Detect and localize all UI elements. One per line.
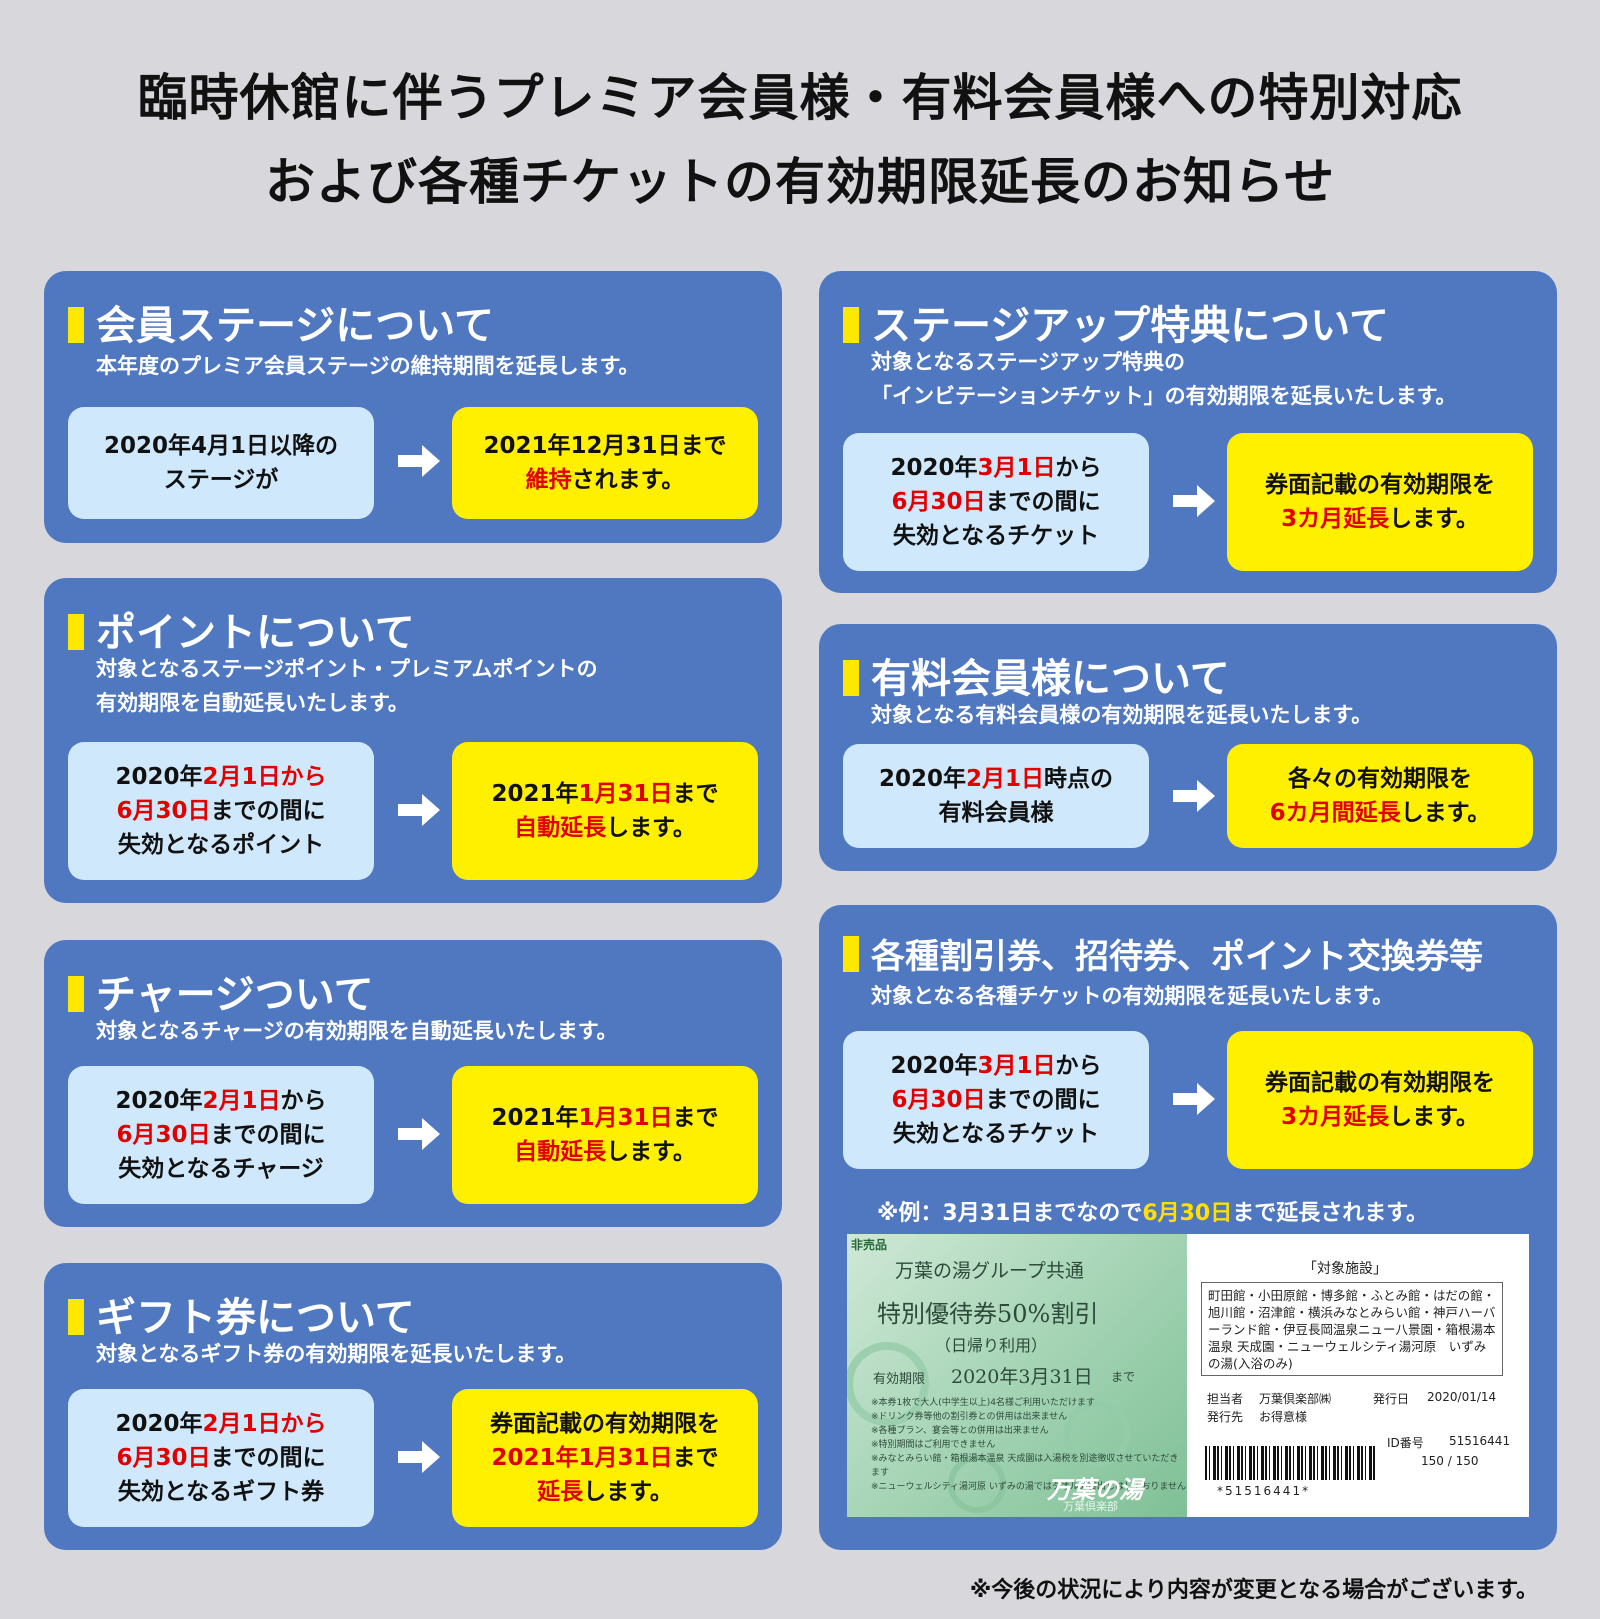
sample-ticket-image: 非売品 万葉の湯グループ共通 特別優待券50%割引 （日帰り利用） 有効期限 2… <box>847 1234 1529 1517</box>
heading-marker <box>68 976 84 1012</box>
panel-heading: ポイントについて <box>68 600 415 658</box>
panel-heading: ギフト券について <box>68 1285 415 1343</box>
panel-charge: チャージついて 対象となるチャージの有効期限を自動延長いたします。 2020年2… <box>44 940 782 1227</box>
panel-heading: 有料会員様について <box>843 646 1230 704</box>
expiry-label: 有効期限 <box>873 1372 926 1387</box>
panel-paid-members: 有料会員様について 対象となる有料会員様の有効期限を延長いたします。 2020年… <box>819 624 1557 871</box>
heading-marker <box>843 936 859 972</box>
result-box: 2021年1月31日まで自動延長します。 <box>452 1066 758 1204</box>
panel-description: 対象となるステージアップ特典の「インビテーションチケット」の有効期限を延長いたし… <box>871 350 1457 408</box>
ticket-group: 万葉の湯グループ共通 <box>895 1260 1084 1282</box>
page-title: 臨時休館に伴うプレミア会員様・有料会員様への特別対応 <box>137 69 1463 127</box>
id-label: ID番号 <box>1387 1436 1424 1450</box>
condition-box: 2020年2月1日時点の有料会員様 <box>843 744 1149 848</box>
panel-heading: チャージついて <box>68 962 374 1020</box>
heading-marker <box>843 660 859 696</box>
panel-description: 対象となるステージポイント・プレミアムポイントの有効期限を自動延長いたします。 <box>96 657 598 715</box>
heading-marker <box>68 307 84 343</box>
tanto-label: 担当者 <box>1207 1392 1244 1406</box>
ticket-right-half: 「対象施設」 町田館・小田原館・博多館・ふとみ館・はだの館・旭川館・沼津館・横浜… <box>1187 1234 1529 1517</box>
dest-label: 発行先 <box>1207 1410 1244 1424</box>
ticket-count: 150 / 150 <box>1421 1454 1479 1468</box>
right-arrow-icon <box>398 1441 440 1473</box>
panel-stage-up: ステージアップ特典について 対象となるステージアップ特典の「インビテーションチケ… <box>819 271 1557 593</box>
panel-description: 対象となるギフト券の有効期限を延長いたします。 <box>96 1342 577 1366</box>
right-arrow-icon <box>398 445 440 477</box>
panel-heading: 会員ステージについて <box>68 293 494 351</box>
issue-value: 2020/01/14 <box>1427 1390 1497 1404</box>
ticket-rules: ※本券1枚で大人(中学生以上)4名様ご利用いただけます ※ドリンク券等他の割引券… <box>871 1398 1187 1492</box>
ticket-sub: （日帰り利用） <box>935 1336 1048 1355</box>
footer-note: ※今後の状況により内容が変更となる場合がございます。 <box>969 1578 1538 1603</box>
heading-marker <box>843 307 859 343</box>
right-arrow-icon <box>1173 485 1215 517</box>
nonsale-label: 非売品 <box>851 1238 888 1252</box>
panel-gift: ギフト券について 対象となるギフト券の有効期限を延長いたします。 2020年2月… <box>44 1263 782 1550</box>
ticket-name: 特別優待券50%割引 <box>877 1300 1099 1328</box>
result-box: 2021年12月31日まで維持されます。 <box>452 407 758 519</box>
panel-description: 対象となるチャージの有効期限を自動延長いたします。 <box>96 1019 618 1043</box>
example-note: ※例：3月31日までなので6月30日まで延長されます。 <box>877 1201 1429 1226</box>
dest-value: お得意様 <box>1259 1410 1308 1424</box>
heading-marker <box>68 1299 84 1335</box>
wave-pattern-icon <box>847 1342 1130 1513</box>
expiry-date: 2020年3月31日 <box>951 1366 1093 1388</box>
panel-description: 対象となる有料会員様の有効期限を延長いたします。 <box>871 703 1373 727</box>
expiry-made: まで <box>1111 1370 1136 1384</box>
right-arrow-icon <box>1173 1083 1215 1115</box>
facility-title: 「対象施設」 <box>1303 1261 1387 1277</box>
panel-heading: 各種割引券、招待券、ポイント交換券等 <box>843 929 1483 978</box>
manyo-logo: 万葉の湯 <box>1047 1475 1143 1504</box>
issue-label: 発行日 <box>1373 1392 1410 1406</box>
right-arrow-icon <box>1173 780 1215 812</box>
panel-points: ポイントについて 対象となるステージポイント・プレミアムポイントの有効期限を自動… <box>44 578 782 903</box>
id-value: 51516441 <box>1449 1434 1511 1448</box>
right-arrow-icon <box>398 794 440 826</box>
ticket-left-half: 非売品 万葉の湯グループ共通 特別優待券50%割引 （日帰り利用） 有効期限 2… <box>847 1234 1187 1517</box>
panel-heading: ステージアップ特典について <box>843 293 1389 351</box>
page-subtitle: および各種チケットの有効期限延長のお知らせ <box>265 153 1335 211</box>
panel-member-stage: 会員ステージについて 本年度のプレミア会員ステージの維持期間を延長します。 20… <box>44 271 782 543</box>
heading-marker <box>68 614 84 650</box>
club-name: 万葉倶楽部 <box>1063 1500 1118 1513</box>
tanto-value: 万葉倶楽部㈱ <box>1259 1392 1332 1406</box>
right-arrow-icon <box>398 1118 440 1150</box>
condition-box: 2020年4月1日以降のステージが <box>68 407 374 519</box>
result-box: 2021年1月31日まで自動延長します。 <box>452 742 758 880</box>
barcode-text: *51516441* <box>1217 1484 1311 1498</box>
facility-list: 町田館・小田原館・博多館・ふとみ館・はだの館・旭川館・沼津館・横浜みなとみらい館… <box>1201 1282 1503 1376</box>
panel-description: 対象となる各種チケットの有効期限を延長いたします。 <box>871 984 1394 1008</box>
barcode-icon <box>1205 1446 1375 1480</box>
panel-description: 本年度のプレミア会員ステージの維持期間を延長します。 <box>96 354 640 378</box>
